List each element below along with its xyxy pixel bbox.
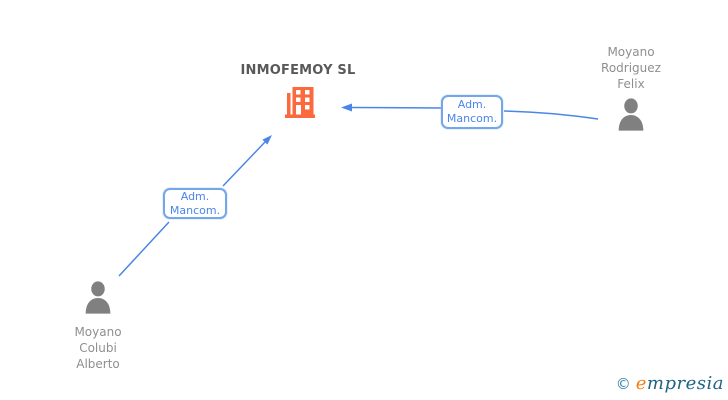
copyright-icon: © [615, 375, 631, 393]
relation-label-line: Mancom. [169, 203, 221, 217]
brand-rest: mpresia [646, 373, 724, 394]
person-name-line: Colubi [79, 341, 117, 355]
relation-label-adm-mancom-left: Adm. Mancom. [163, 188, 227, 219]
person-name-line: Rodriguez [601, 61, 661, 75]
person-node-moyano-rodriguez-felix[interactable]: Moyano Rodriguez Felix [571, 44, 691, 135]
arrowhead-to-company-left [341, 103, 352, 112]
empresia-wordmark: empresia [636, 373, 724, 394]
person-name-block: Moyano Rodriguez Felix [571, 44, 691, 92]
arrow-line-alberto-to-label [118, 221, 170, 277]
person-icon [85, 281, 111, 314]
person-name-line: Felix [617, 77, 645, 91]
company-building-icon[interactable] [285, 87, 315, 118]
person-name-line: Moyano [74, 325, 122, 339]
arrow-line-label-to-company-2 [222, 141, 266, 187]
arrow-line-label-to-company [351, 106, 443, 109]
relation-label-line: Adm. [180, 189, 210, 203]
relation-label-line: Mancom. [446, 112, 498, 125]
brand-initial: e [635, 373, 647, 394]
person-name-block: Moyano Colubi Alberto [38, 324, 158, 372]
person-name-line: Moyano [607, 45, 655, 59]
person-name-line: Alberto [76, 357, 120, 371]
relation-label-adm-mancom-right: Adm. Mancom. [441, 95, 503, 129]
company-name[interactable]: INMOFEMOY SL [240, 63, 356, 78]
empresia-logo[interactable]: © empresia [616, 373, 724, 394]
arrowhead-to-company-diag [262, 135, 272, 145]
relation-label-line: Adm. [457, 98, 487, 111]
person-icon [618, 98, 644, 131]
person-node-moyano-colubi-alberto[interactable]: Moyano Colubi Alberto [38, 281, 158, 372]
